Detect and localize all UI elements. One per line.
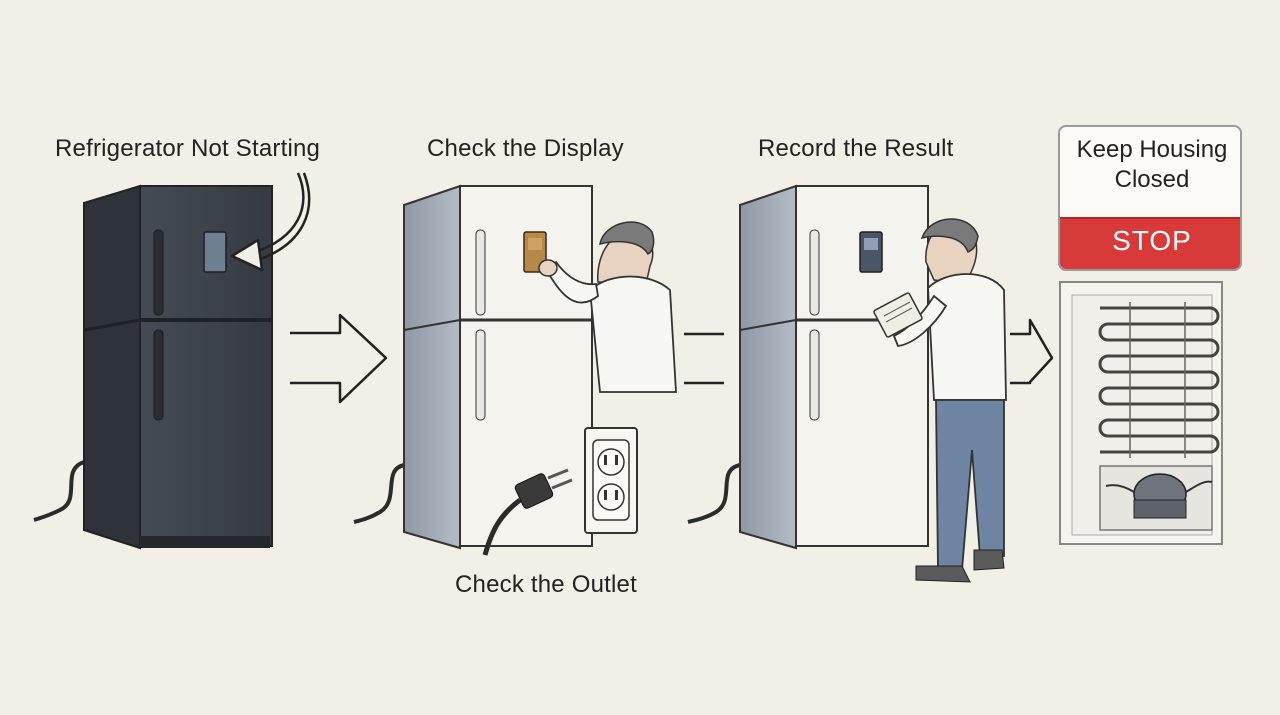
step-label-check-display: Check the Display: [427, 135, 624, 162]
arrow-right-icon: [1010, 318, 1054, 385]
power-outlet-icon: [584, 427, 638, 534]
stop-band: STOP: [1060, 217, 1240, 269]
warning-sign: Keep Housing Closed STOP: [1058, 125, 1242, 271]
technician-checking-display: [538, 221, 677, 393]
condenser-coil-icon: [1098, 302, 1220, 458]
clipboard-icon: [873, 292, 923, 338]
step-label-refrigerator-not-starting: Refrigerator Not Starting: [55, 135, 321, 162]
arrow-right-icon: [684, 332, 724, 385]
warning-title: Keep Housing Closed: [1076, 136, 1228, 193]
refrigerator-dark: [33, 184, 273, 550]
stop-text: STOP: [1112, 225, 1192, 256]
technician-recording: [873, 218, 1007, 583]
curved-arrow-icon: [230, 172, 311, 272]
refrigerator-light-record: [687, 184, 929, 550]
plug-icon: [482, 468, 573, 556]
refrigerator-light-display: [353, 184, 593, 550]
step-label-check-outlet: Check the Outlet: [455, 571, 637, 598]
step-label-record-result: Record the Result: [758, 135, 954, 162]
compressor-icon: [1099, 465, 1213, 531]
arrow-right-icon: [290, 313, 388, 404]
